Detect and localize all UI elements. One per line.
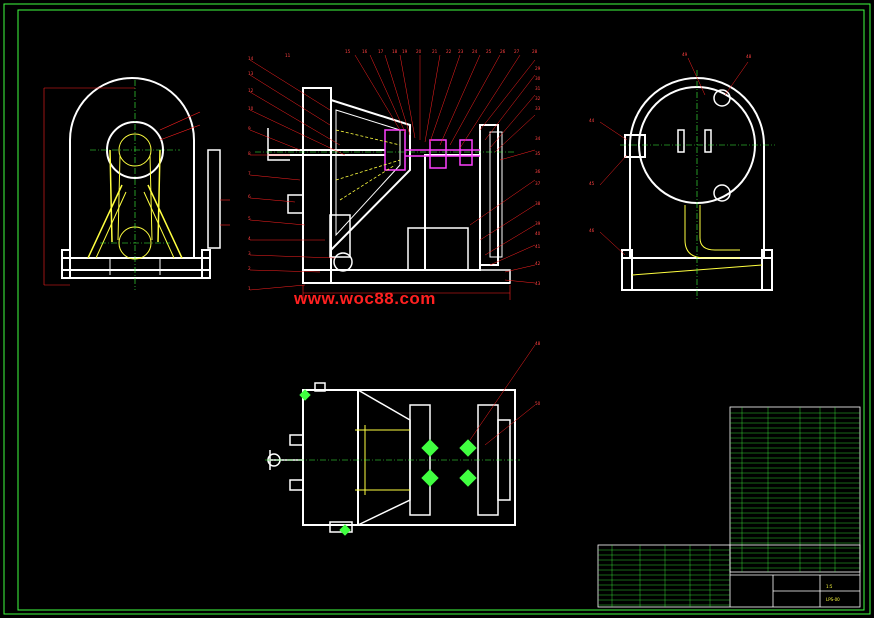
drawing-number: LPS-00 [826,597,840,602]
top-view-green-parts [299,389,477,536]
part-number: 42 [535,261,541,266]
part-number: 21 [432,49,438,54]
top-view-leader-lines [469,344,536,446]
front-section-view [267,87,511,284]
part-number: 4 [248,236,251,241]
part-number: 23 [458,49,464,54]
part-number: 43 [535,281,541,286]
part-number: 29 [535,66,541,71]
part-number: 36 [535,169,541,174]
left-view-centerlines [90,80,180,290]
part-number: 9 [248,126,251,131]
title-block-rows [598,545,730,607]
parts-list-rows [730,407,860,572]
part-number: 32 [535,96,541,101]
part-number: 15 [345,49,351,54]
left-view-dimensions [43,87,230,286]
title-block [597,544,861,608]
part-number: 50 [535,401,541,406]
part-number: 27 [514,49,520,54]
part-number: 39 [535,221,541,226]
part-number: 26 [500,49,506,54]
outer-border [3,3,871,615]
part-number: 24 [472,49,478,54]
part-number: 37 [535,181,541,186]
right-view-centerlines [620,70,775,300]
part-number: 7 [248,171,251,176]
part-number: 49 [682,52,688,57]
inner-border [17,9,865,611]
part-number: 10 [248,106,254,111]
part-number: 25 [486,49,492,54]
part-number: 48 [535,341,541,346]
part-number: 41 [535,244,541,249]
part-number: 2 [248,266,251,271]
top-plan-view [267,382,516,533]
part-number: 19 [402,49,408,54]
part-number: 17 [378,49,384,54]
part-number: 30 [535,76,541,81]
part-number: 40 [535,231,541,236]
part-number: 6 [248,194,251,199]
part-number: 8 [248,151,251,156]
top-view-part-numbers: 48 50 [535,341,541,406]
part-number: 11 [285,53,291,58]
front-view-leader-lines [249,54,536,291]
part-number: 20 [416,49,422,54]
part-number: 5 [248,216,251,221]
part-number: 35 [535,151,541,156]
part-number: 1 [248,286,251,291]
front-view-dimension [302,285,511,300]
front-view-part-numbers: 14 13 12 10 9 8 7 6 5 4 3 2 1 11 15 16 1… [248,49,541,291]
part-number: 16 [362,49,368,54]
part-number: 13 [248,71,254,76]
part-number: 44 [589,118,595,123]
right-view-part-numbers: 44 45 46 49 48 [589,52,752,233]
part-number: 14 [248,56,254,61]
part-number: 3 [248,251,251,256]
left-end-view [61,77,221,279]
part-number: 31 [535,86,541,91]
front-view-hidden-lines [335,129,401,201]
part-number: 12 [248,88,254,93]
part-number: 46 [589,228,595,233]
part-number: 33 [535,106,541,111]
part-number: 48 [746,54,752,59]
front-view-magenta-parts [384,129,480,171]
part-number: 45 [589,181,595,186]
drawing-scale: 1:5 [826,584,833,589]
right-view-leader-lines [599,57,749,256]
part-number: 22 [446,49,452,54]
watermark-url: www.woc88.com [294,289,436,308]
part-number: 18 [392,49,398,54]
part-number: 28 [532,49,538,54]
parts-list-table [729,406,861,573]
part-number: 34 [535,136,541,141]
part-number: 38 [535,201,541,206]
